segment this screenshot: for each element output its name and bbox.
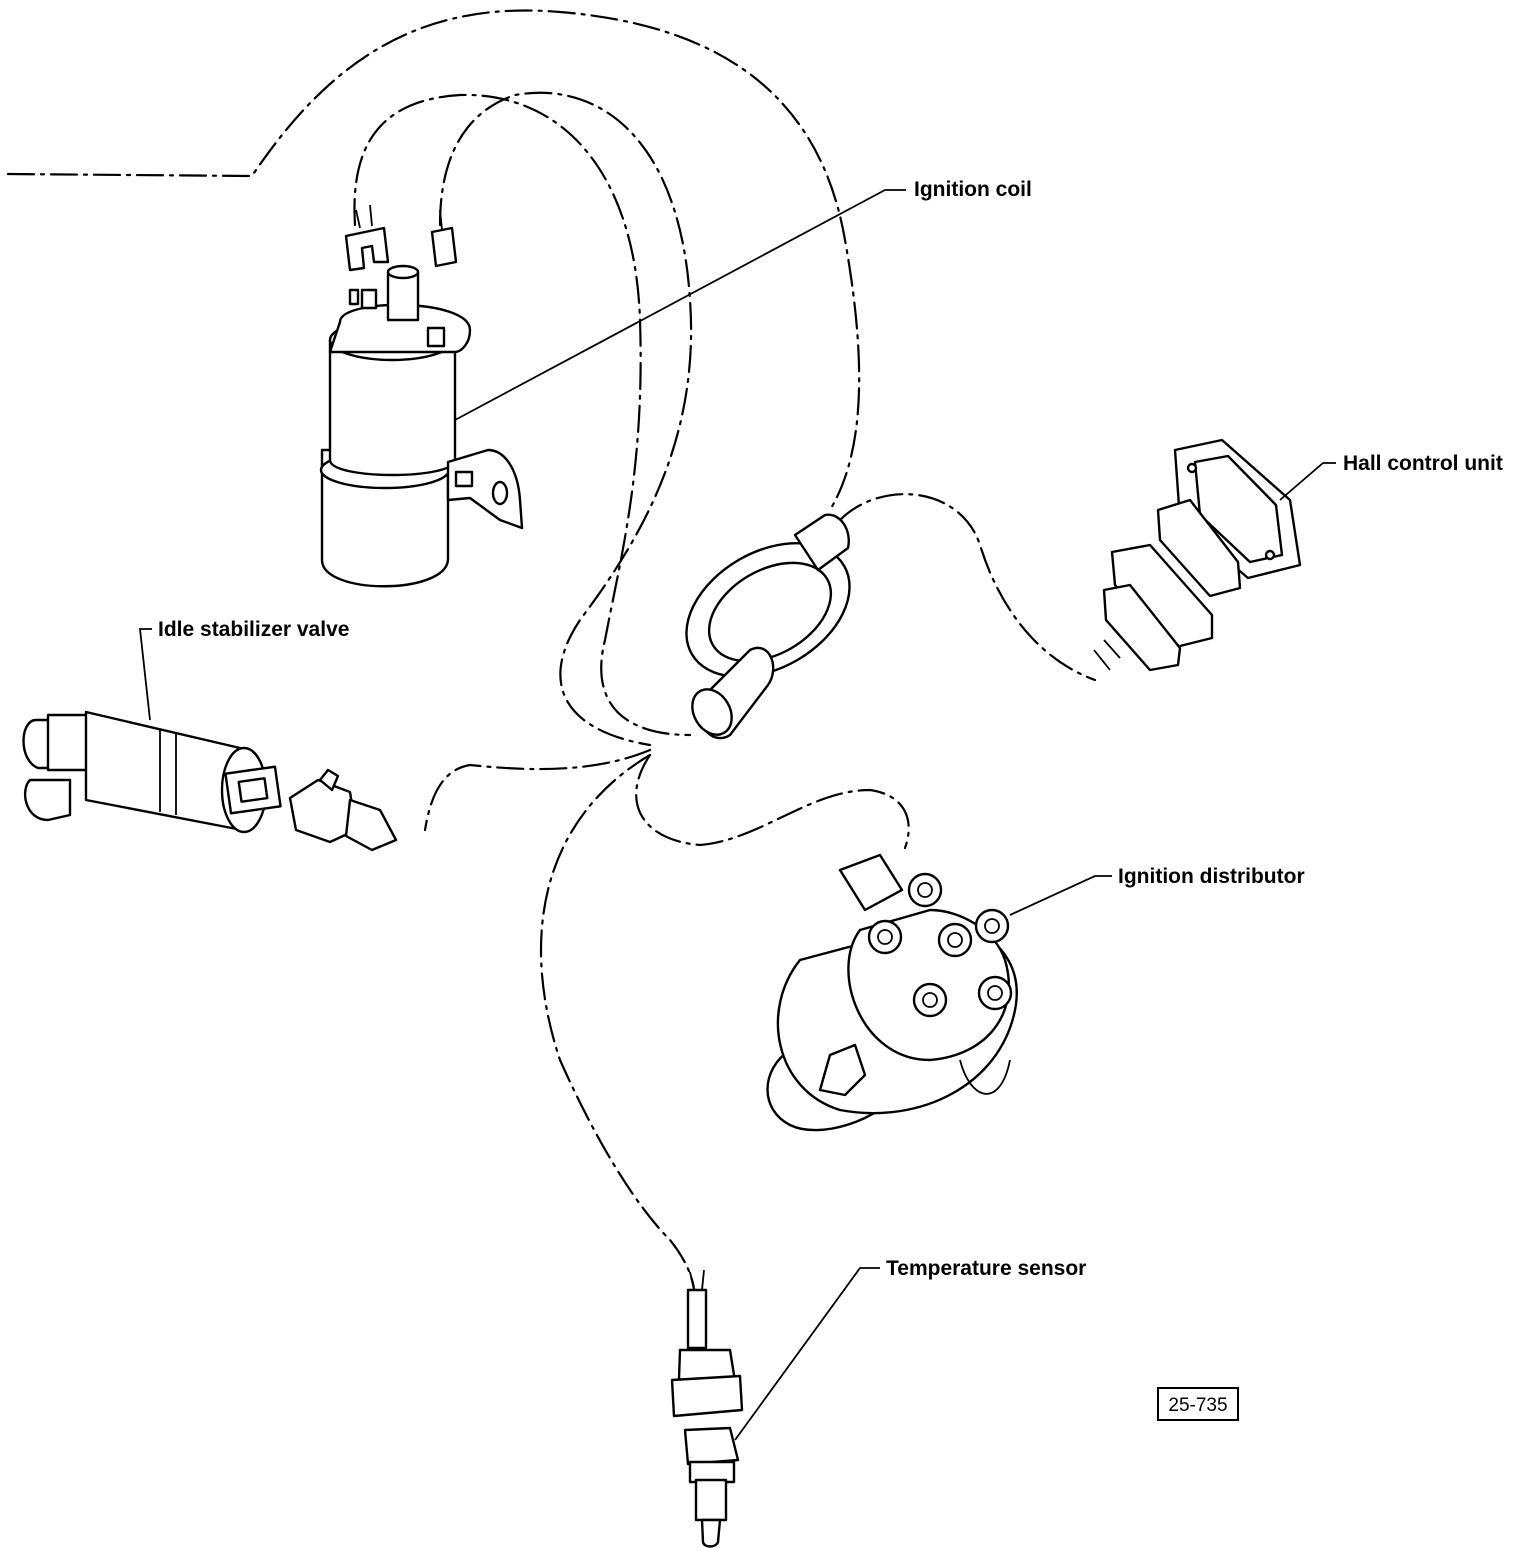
figure-reference: 25-735 <box>1157 1387 1239 1421</box>
harness-grommet <box>685 513 851 740</box>
label-temperature-sensor: Temperature sensor <box>886 1257 1086 1280</box>
label-idle-stabilizer-valve: Idle stabilizer valve <box>158 618 349 641</box>
hall-control-unit <box>1093 438 1302 672</box>
temperature-sensor <box>670 1269 744 1548</box>
wiring-harness <box>6 9 1097 1302</box>
ignition-distributor <box>766 853 1018 1132</box>
label-hall-control-unit: Hall control unit <box>1343 452 1503 475</box>
ignition-coil <box>319 204 524 588</box>
label-ignition-coil: Ignition coil <box>914 178 1032 201</box>
figure-reference-number: 25-735 <box>1168 1395 1227 1416</box>
leader-lines <box>138 189 1336 1441</box>
idle-stabilizer-valve <box>22 710 398 852</box>
label-ignition-distributor: Ignition distributor <box>1118 865 1305 888</box>
